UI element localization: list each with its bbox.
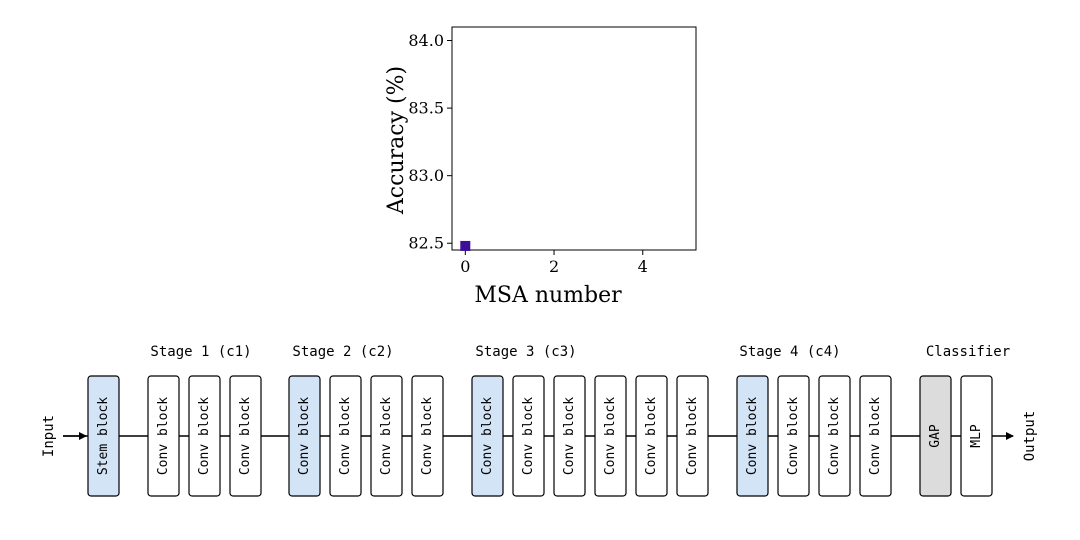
block-box [919,375,952,497]
block: Conv block [329,375,362,497]
block: Conv block [288,375,321,497]
stage-labels: Stage 1 (c1) Stage 2 (c2) Stage 3 (c3) Stag… [150,344,1010,360]
block-box [329,375,362,497]
block: Conv block [635,375,668,497]
data-points [460,240,471,251]
block: Conv block [370,375,403,497]
block-label: Conv block [562,397,577,475]
data-point [460,240,471,251]
block: Conv block [553,375,586,497]
block-box [229,375,262,497]
x-axis-label: MSA number [474,283,622,308]
block-box [87,375,120,497]
stage-label: Classifier [926,344,1010,360]
block-label: Conv block [745,397,760,475]
block-label: Conv block [868,397,883,475]
block-label: Stem block [96,397,111,475]
block-label: MLP [969,424,984,448]
stage-label: Stage 3 (c3) [475,344,576,360]
block: Conv block [229,375,262,497]
output-label: Output [1022,411,1038,462]
accuracy-chart: 82.5 83.0 83.5 84.0 0 2 4 MSA number Accuracy… [384,26,697,308]
block-box [736,375,769,497]
block: Conv block [188,375,221,497]
block-label: Conv block [685,397,700,475]
y-tick-label: 83.5 [408,99,444,118]
block-box [147,375,180,497]
block: Conv block [411,375,444,497]
stage-label: Stage 4 (c4) [739,344,840,360]
block: Conv block [818,375,851,497]
x-tick-label: 4 [638,257,648,276]
blocks: Stem block Conv block Conv block Conv block… [87,375,993,497]
y-tick-label: 84.0 [408,31,444,50]
block-label: Conv block [197,397,212,475]
block-box [594,375,627,497]
block: Conv block [859,375,892,497]
input-label: Input [41,415,57,457]
block-label: Conv block [297,397,312,475]
block-label: Conv block [238,397,253,475]
block-label: Conv block [338,397,353,475]
block-label: Conv block [379,397,394,475]
block-box [411,375,444,497]
block-label: Conv block [786,397,801,475]
block: GAP [919,375,952,497]
block-label: Conv block [420,397,435,475]
block: Conv block [676,375,709,497]
block: Conv block [777,375,810,497]
block: Conv block [471,375,504,497]
block-box [370,375,403,497]
y-axis-label: Accuracy (%) [384,66,409,215]
block-label: Conv block [827,397,842,475]
stage-label: Stage 2 (c2) [292,344,393,360]
y-tick-label: 83.0 [408,166,444,185]
block-box [188,375,221,497]
plot-frame [451,26,697,251]
block: Conv block [512,375,545,497]
block-box [960,375,993,497]
block-box [288,375,321,497]
y-tick-label: 82.5 [408,234,444,253]
block-box [553,375,586,497]
block-label: Conv block [480,397,495,475]
block-label: Conv block [644,397,659,475]
x-axis-ticks: 0 2 4 [460,250,648,276]
block-box [676,375,709,497]
block-box [859,375,892,497]
stage-label: Stage 1 (c1) [150,344,251,360]
block: Conv block [147,375,180,497]
x-tick-label: 2 [549,257,559,276]
block-label: GAP [928,424,943,448]
block-box [471,375,504,497]
block: MLP [960,375,993,497]
y-axis-ticks: 82.5 83.0 83.5 84.0 [408,31,452,253]
block: Stem block [87,375,120,497]
block-box [777,375,810,497]
block-label: Conv block [603,397,618,475]
block-box [818,375,851,497]
x-tick-label: 0 [460,257,470,276]
block-box [512,375,545,497]
block-box [635,375,668,497]
block: Conv block [736,375,769,497]
block-label: Conv block [521,397,536,475]
architecture-diagram: Input Output Stage 1 (c1)Stage 2 (c2)Sta… [41,344,1038,497]
block: Conv block [594,375,627,497]
block-label: Conv block [156,397,171,475]
